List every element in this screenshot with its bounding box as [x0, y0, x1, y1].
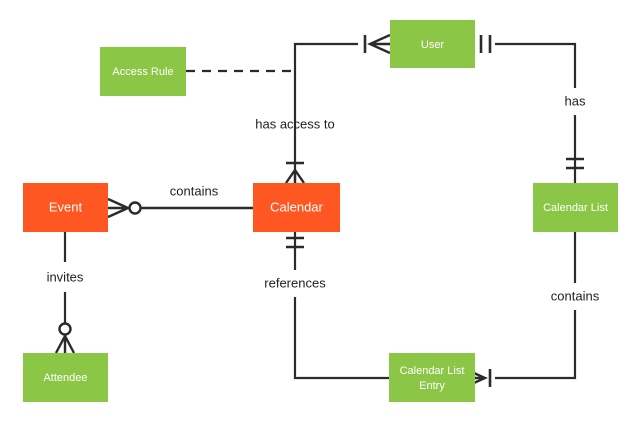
entity-label-event: Event: [49, 199, 83, 214]
entity-attendee[interactable]: Attendee: [23, 353, 108, 402]
cardinality-zero-or-many-attendee-top: [54, 322, 76, 354]
entity-box[interactable]: [253, 183, 340, 232]
edge-path-has-access-to: [293, 42, 358, 183]
entity-label-calendar: Calendar: [270, 199, 323, 214]
crowsfoot-icon: [285, 167, 305, 184]
relationship-label-invites: invites: [47, 269, 84, 284]
cardinality-one-and-many-calendar-top: [285, 161, 305, 184]
entity-event[interactable]: Event: [23, 183, 108, 232]
crowsfoot-icon: [54, 333, 76, 354]
crowsfoot-icon: [107, 197, 131, 219]
edge-user-has-access-to-calendar: [285, 33, 391, 184]
zero-ring-icon: [128, 201, 142, 215]
entity-label-calendar-list: Calendar List: [543, 202, 608, 214]
entity-box[interactable]: [390, 20, 475, 68]
entity-box[interactable]: [389, 353, 475, 402]
entity-calendar[interactable]: Calendar: [253, 183, 340, 232]
cardinality-zero-or-many-event-right: [107, 197, 142, 219]
edge-path-has-upper: [495, 42, 577, 88]
cardinality-exactly-one-calendar-bottom: [286, 232, 304, 252]
entity-label-access-rule: Access Rule: [112, 66, 173, 78]
cardinality-exactly-one-calendar-list-top: [566, 157, 584, 170]
edge-calendar-list-contains-entry: [464, 232, 577, 389]
entity-calendar-list[interactable]: Calendar List: [533, 183, 618, 232]
entity-box[interactable]: [23, 183, 108, 232]
cardinality-exactly-one-user-right: [479, 35, 492, 53]
entity-label-attendee: Attendee: [43, 372, 87, 384]
entity-box[interactable]: [23, 353, 108, 402]
edge-event-contains-calendar: [107, 197, 253, 219]
relationship-label-contains-list: contains: [551, 288, 600, 303]
relationship-label-contains-event: contains: [170, 183, 219, 198]
entity-user[interactable]: User: [390, 20, 475, 68]
entity-access-rule[interactable]: Access Rule: [100, 47, 186, 96]
entity-label-calendar-list-entry-line1: Calendar List: [400, 365, 465, 377]
edge-user-has-calendar-list: [479, 35, 584, 183]
entity-calendar-list-entry[interactable]: Calendar List Entry: [389, 353, 475, 402]
entity-box[interactable]: [100, 47, 186, 96]
entity-label-calendar-list-entry-line2: Entry: [419, 380, 445, 392]
edge-path-contains-lower: [495, 310, 577, 380]
edge-path-references-lower: [293, 297, 389, 380]
relationship-label-has: has: [565, 93, 586, 108]
zero-ring-icon: [58, 322, 72, 336]
relationship-label-has-access-to: has access to: [255, 116, 335, 131]
edge-event-invites-attendee: [54, 232, 76, 354]
crowsfoot-icon: [367, 33, 391, 55]
relationship-label-references: references: [264, 275, 326, 290]
entity-label-user: User: [421, 39, 445, 51]
edge-calendar-references-entry: [286, 232, 389, 380]
cardinality-one-to-many-user-left: [363, 33, 391, 55]
entity-box[interactable]: [533, 183, 618, 232]
